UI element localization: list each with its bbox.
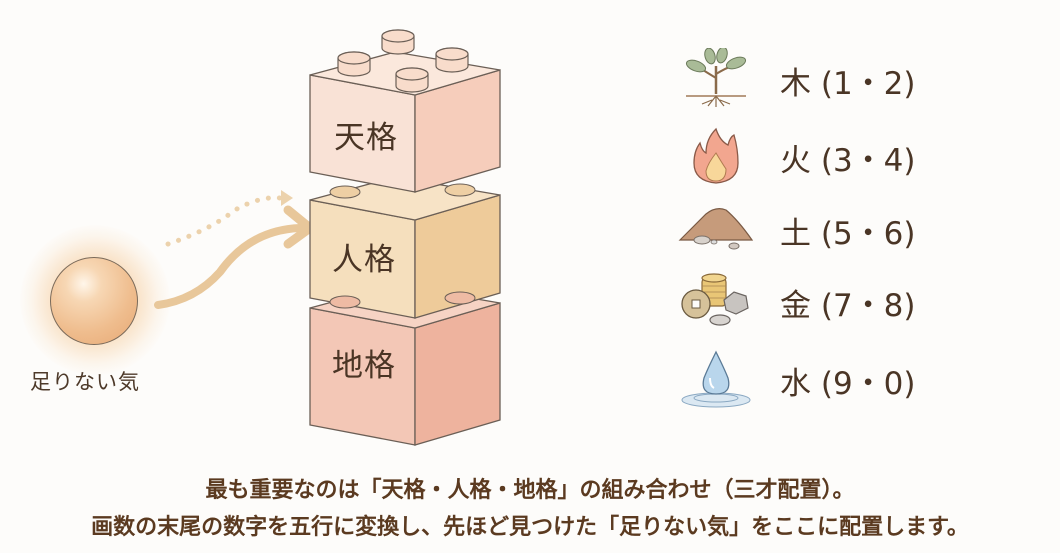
element-row-wood: 木 (1・2) — [676, 48, 976, 108]
element-label-wood: 木 (1・2) — [780, 66, 916, 102]
caption-line-2: 画数の末尾の数字を五行に変換し、先ほど見つけた「足りない気」をここに配置します。 — [91, 515, 969, 540]
solid-arrow-icon — [154, 205, 315, 309]
fire-icon — [693, 127, 739, 184]
water-drop-icon — [681, 350, 751, 408]
block-label-tenkaku: 天格 — [334, 120, 398, 156]
element-row-metal: 金 (7・8) — [676, 270, 976, 330]
element-row-earth: 土 (5・6) — [676, 198, 976, 258]
element-row-fire: 火 (3・4) — [676, 125, 976, 185]
caption-line-1: 最も重要なのは「天格・人格・地格」の組み合わせ（三才配置）。 — [205, 478, 855, 503]
element-label-fire: 火 (3・4) — [780, 143, 916, 179]
element-row-water: 水 (9・0) — [676, 348, 976, 408]
coins-icon — [681, 273, 749, 326]
block-jinkaku — [309, 176, 501, 319]
orb-sphere — [50, 257, 138, 345]
soil-icon — [678, 208, 754, 250]
dotted-arrow-icon — [165, 190, 293, 247]
block-tenkaku — [309, 29, 501, 193]
missing-ki-orb — [20, 225, 170, 375]
element-label-metal: 金 (7・8) — [780, 288, 916, 324]
block-label-chikaku: 地格 — [332, 348, 396, 384]
element-label-water: 水 (9・0) — [780, 366, 916, 402]
brick-tower — [309, 29, 501, 446]
sprout-icon — [685, 48, 747, 107]
element-label-earth: 土 (5・6) — [780, 216, 916, 252]
orb-label: 足りない気 — [30, 370, 140, 394]
block-label-jinkaku: 人格 — [332, 242, 396, 278]
